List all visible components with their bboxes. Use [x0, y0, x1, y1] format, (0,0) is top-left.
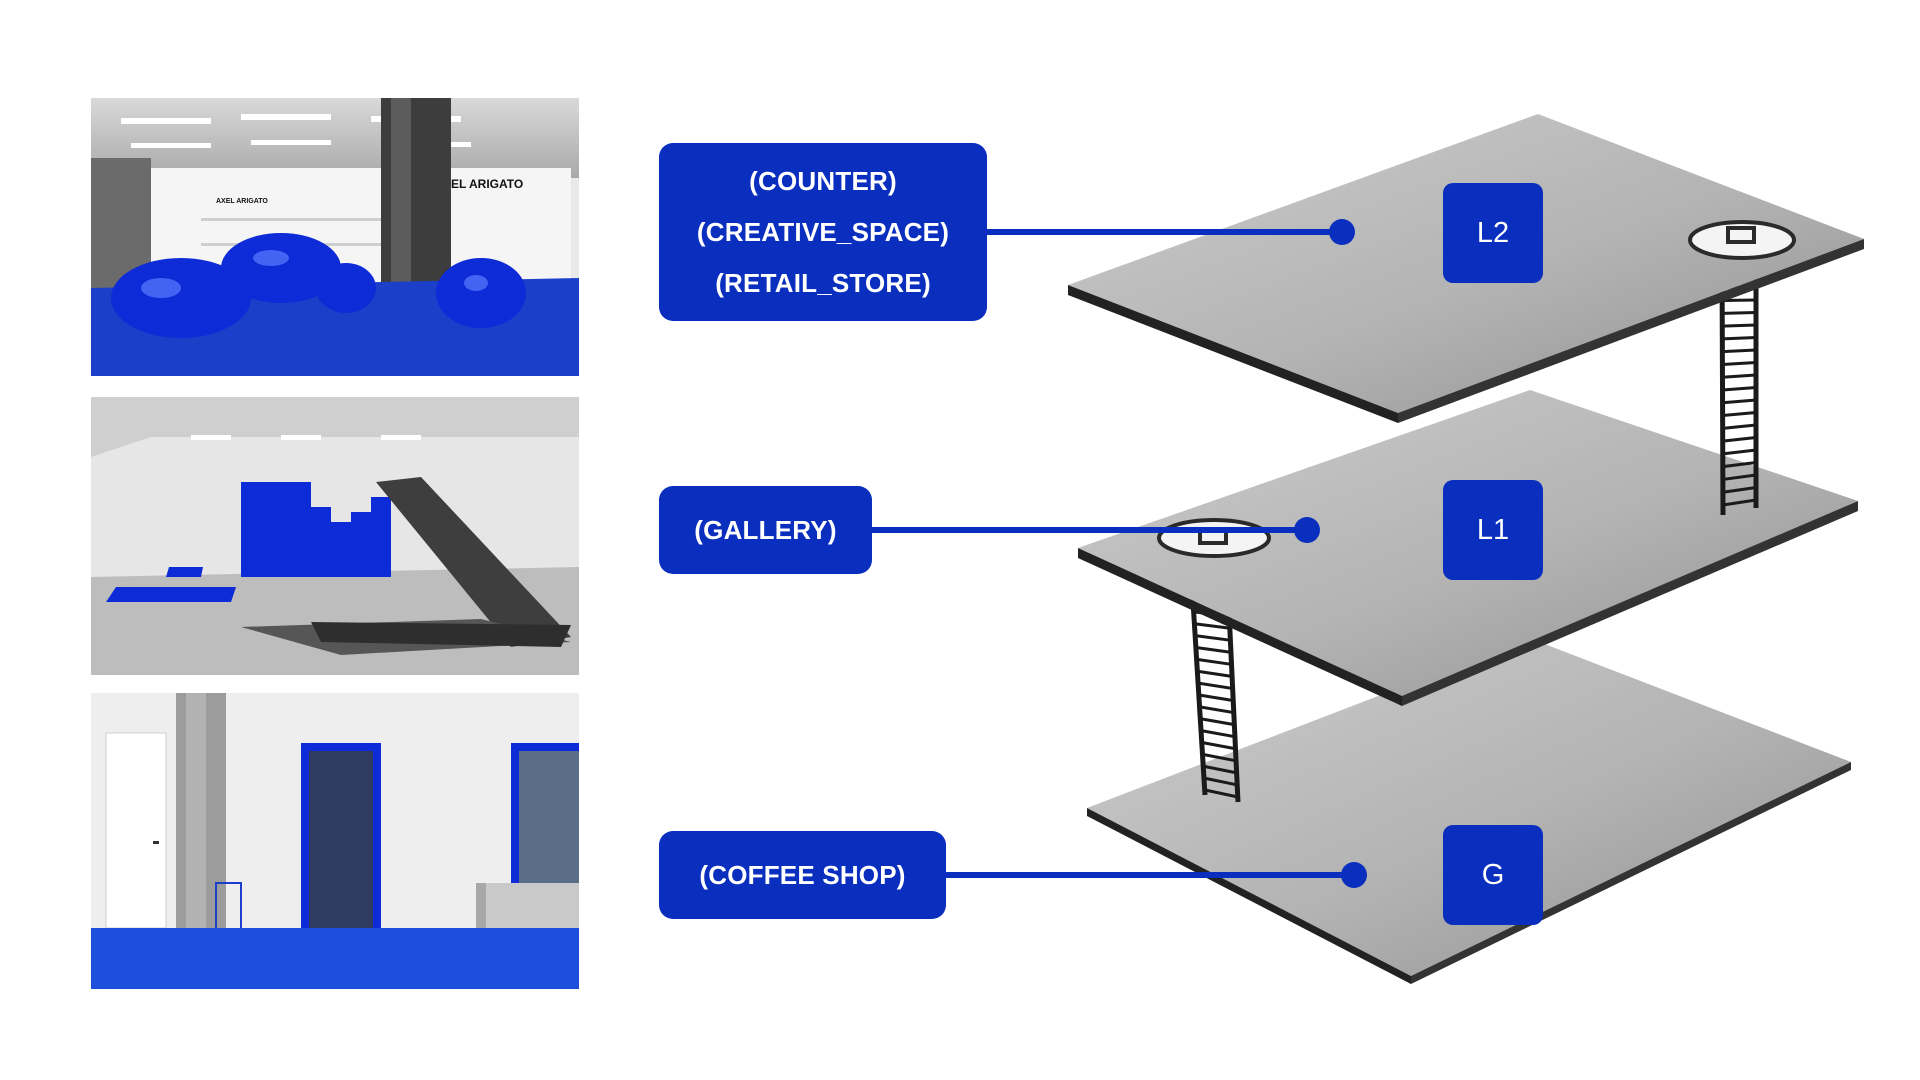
ladder-rung — [1722, 486, 1757, 494]
store-sign-left: AXEL ARIGATO — [216, 198, 268, 205]
ladder-rung — [1722, 498, 1757, 507]
ladder-rung — [1722, 398, 1757, 405]
ladder-rung — [1722, 361, 1757, 366]
function-retail-store: (RETAIL_STORE) — [715, 267, 931, 298]
ladder-rung — [1198, 693, 1234, 702]
ladder-rung — [1203, 776, 1238, 787]
ladder-rung — [1722, 336, 1757, 341]
label-level-l2: (COUNTER) (CREATIVE_SPACE) (RETAIL_STORE… — [659, 143, 987, 321]
floor-plate-g — [1087, 638, 1851, 984]
ladder-rung — [1195, 646, 1231, 654]
floor-opening-l1 — [1157, 518, 1271, 558]
ladder-rung — [1202, 752, 1237, 763]
level-badge-l2: L2 — [1443, 183, 1543, 283]
ladder-rung — [1197, 669, 1232, 678]
function-coffee-shop: (COFFEE SHOP) — [699, 859, 906, 890]
ladder-rung — [1192, 598, 1229, 606]
ladder-g-to-l1-rungs — [1192, 598, 1239, 799]
ladder-g-to-l1 — [1189, 584, 1241, 803]
photo-gallery — [91, 397, 579, 675]
ladder-rung — [1200, 717, 1235, 727]
floor-opening-l2 — [1688, 220, 1796, 260]
ladder-rung — [1722, 323, 1757, 328]
ladder-rung — [1722, 348, 1757, 354]
ladder-rung — [1722, 386, 1757, 392]
function-creative-space: (CREATIVE_SPACE) — [696, 216, 950, 247]
ladder-rung — [1722, 473, 1757, 481]
level-badge-g: G — [1443, 825, 1543, 925]
label-level-l1: (GALLERY) — [659, 486, 872, 574]
ladder-rung — [1722, 411, 1757, 418]
ladder-l1-to-l2 — [1719, 257, 1759, 516]
ladder-l1-to-l2-rungs — [1722, 273, 1757, 507]
ladder-rung — [1201, 741, 1236, 751]
ladder-rung — [1194, 622, 1230, 630]
level-badge-l1: L1 — [1443, 480, 1543, 580]
ladder-rung — [1722, 298, 1757, 303]
function-counter: (COUNTER) — [749, 165, 897, 196]
ladder-rung — [1722, 373, 1757, 379]
ladder-rung — [1722, 311, 1757, 315]
leader-line-g — [946, 862, 1367, 888]
ladder-rung — [1722, 436, 1757, 443]
ladder-rung — [1195, 634, 1231, 642]
label-level-g: (COFFEE SHOP) — [659, 831, 946, 919]
ladder-rung — [1722, 423, 1757, 430]
ladder-rung — [1193, 610, 1229, 618]
leader-line-l2 — [987, 219, 1355, 245]
ladder-rung — [1722, 448, 1757, 456]
function-gallery: (GALLERY) — [694, 514, 837, 545]
leader-line-l1 — [872, 517, 1320, 543]
photo-retail-store: AXEL ARIGATO EL ARIGATO — [91, 98, 579, 376]
ladder-rung — [1198, 681, 1233, 690]
photo-coffee-shop — [91, 693, 579, 989]
ladder-rung — [1196, 657, 1232, 666]
ladder-rung — [1203, 764, 1238, 775]
store-sign-right: EL ARIGATO — [451, 177, 523, 191]
ladder-rung — [1200, 729, 1236, 739]
ladder-rung — [1204, 788, 1239, 799]
ladder-rung — [1199, 705, 1234, 715]
ladder-rung — [1722, 461, 1757, 469]
